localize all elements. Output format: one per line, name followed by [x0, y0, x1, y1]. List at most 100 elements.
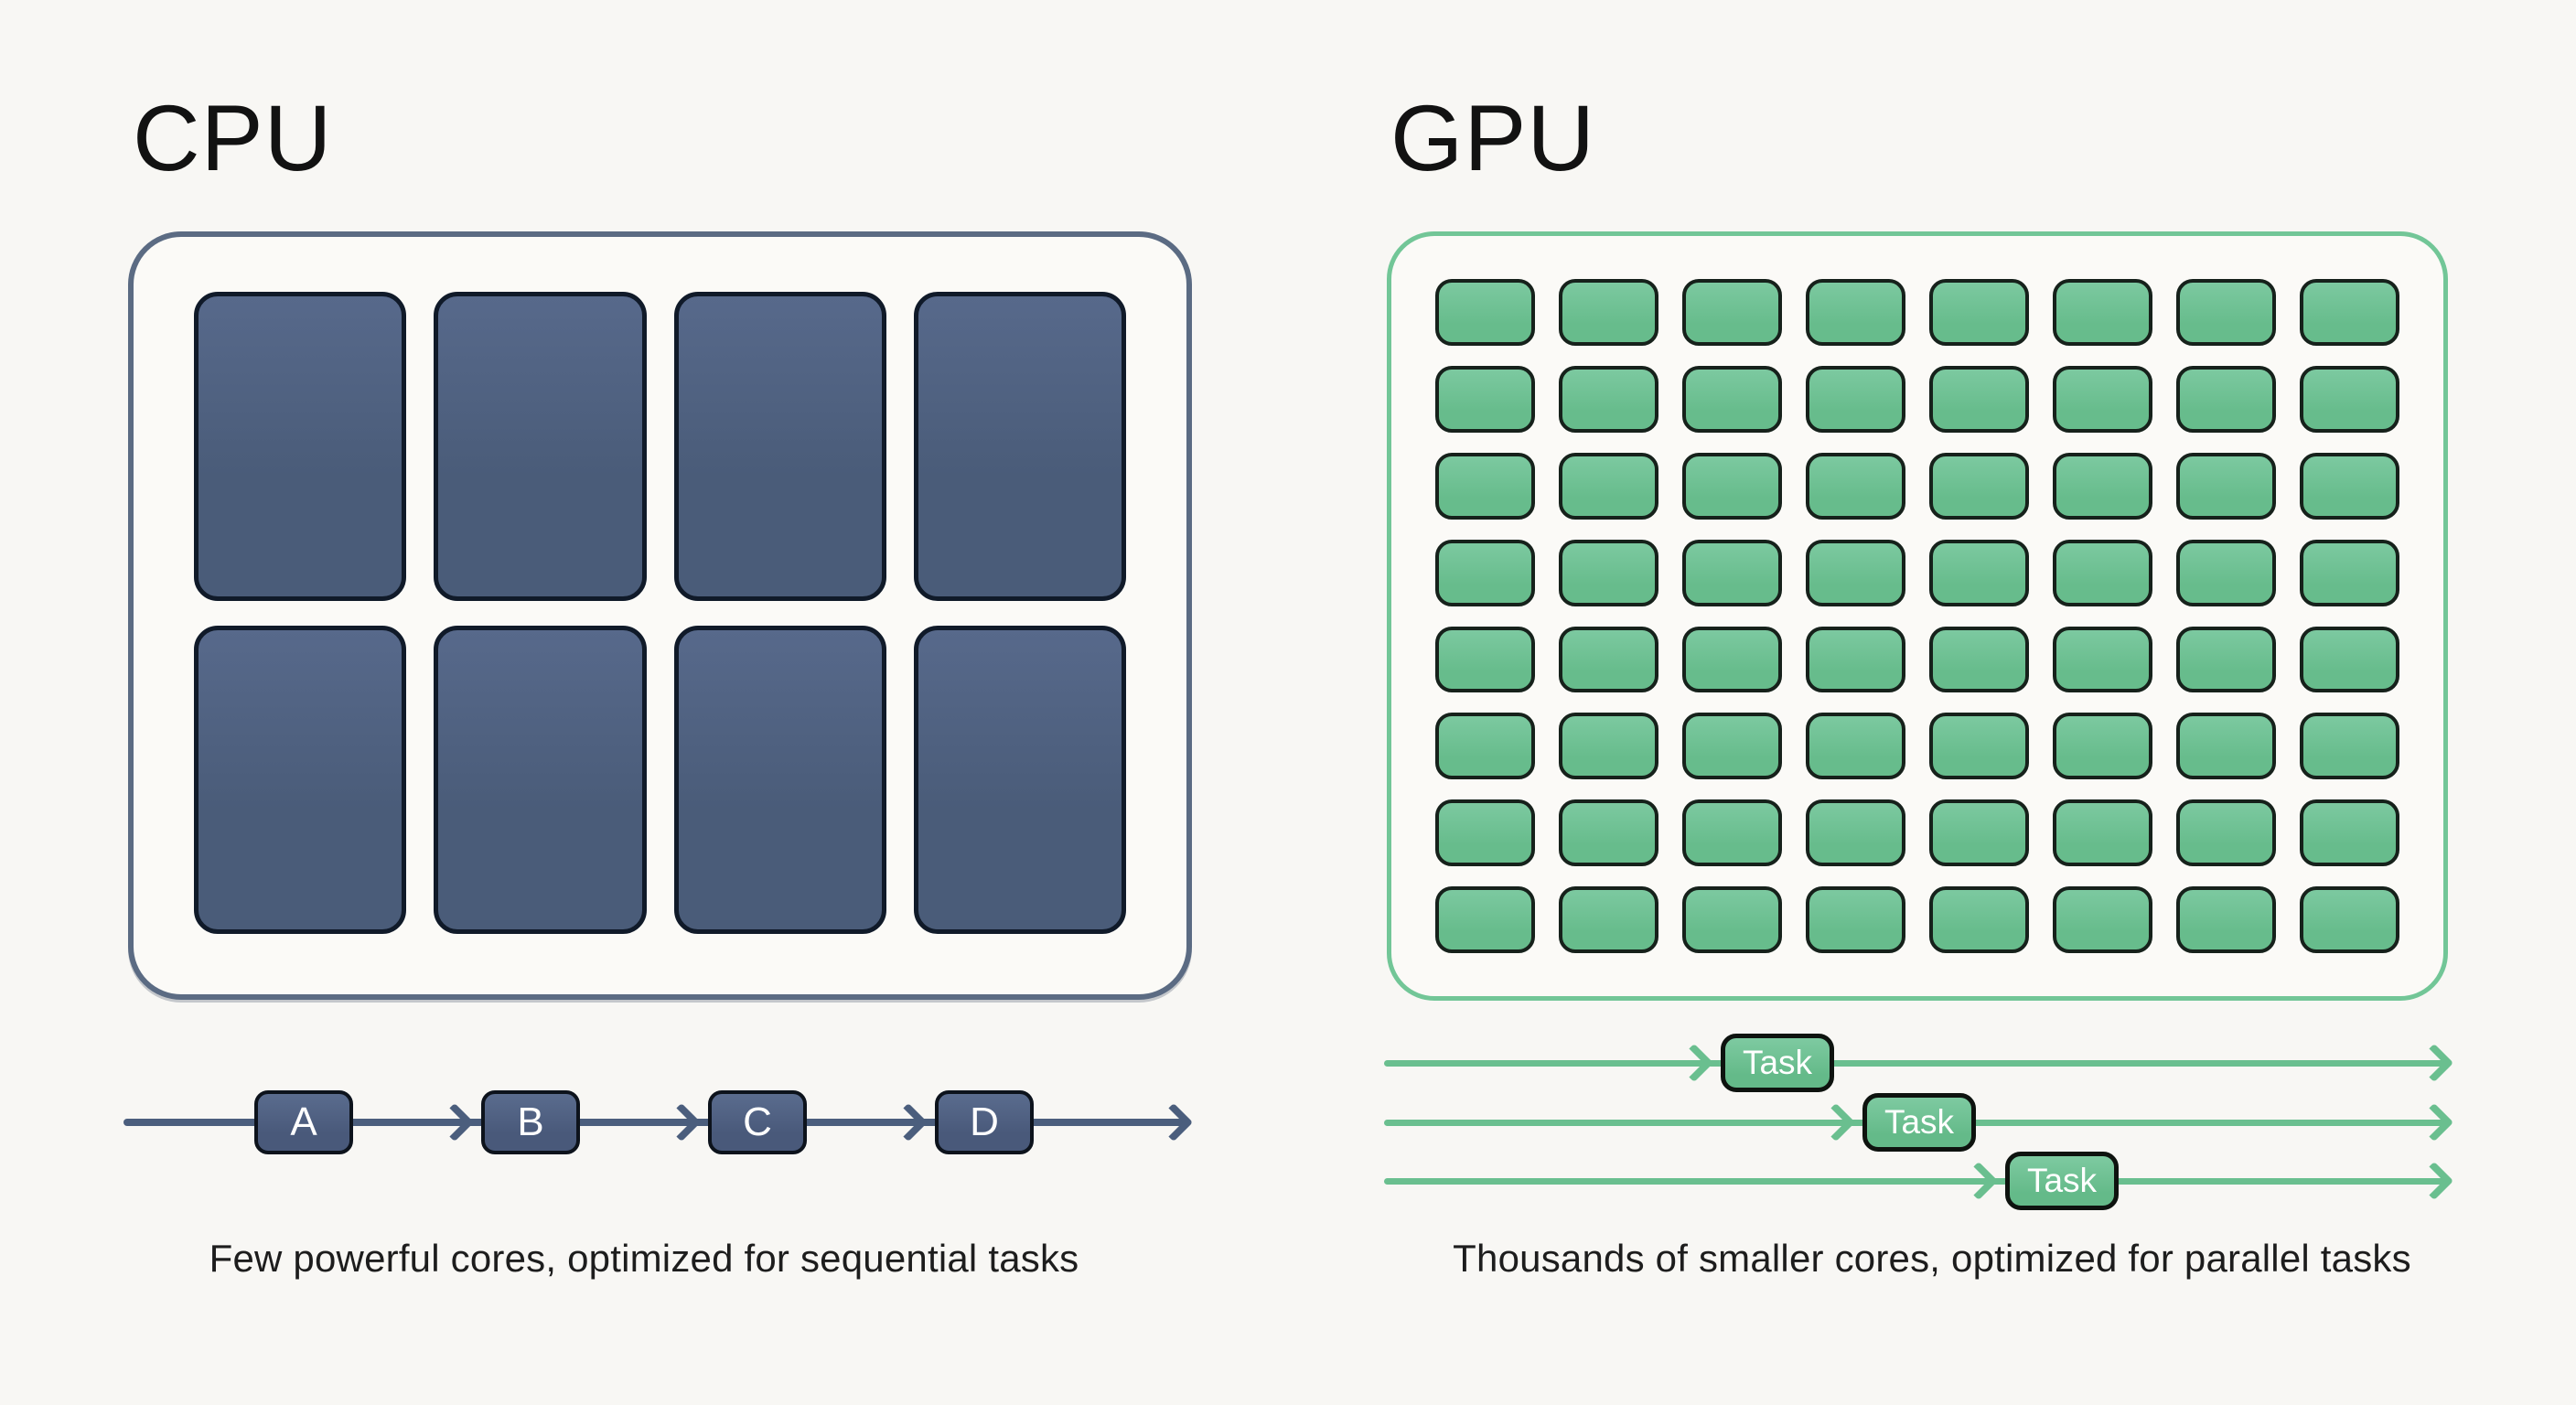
cpu-step-box: B — [481, 1090, 580, 1154]
cpu-core — [913, 292, 1126, 601]
gpu-task-lane: Task — [1384, 1034, 2460, 1092]
gpu-core — [1435, 713, 1535, 780]
gpu-core — [2053, 886, 2152, 953]
arrowhead-icon — [2414, 1043, 2454, 1083]
gpu-core — [1929, 713, 2029, 780]
cpu-step-label: B — [517, 1099, 544, 1144]
arrowhead-icon — [2414, 1102, 2454, 1142]
gpu-core — [1559, 626, 1658, 693]
cpu-sequential-flow: A B C D — [123, 1084, 1199, 1161]
gpu-core — [1559, 279, 1658, 346]
gpu-core — [1559, 886, 1658, 953]
gpu-core — [2176, 713, 2276, 780]
arrow-chevron-icon — [1674, 1043, 1714, 1083]
gpu-core — [1806, 886, 1905, 953]
gpu-core — [2053, 452, 2152, 520]
gpu-core — [2176, 626, 2276, 693]
gpu-core — [1435, 279, 1535, 346]
gpu-task-lane: Task — [1384, 1093, 2460, 1152]
gpu-core — [1806, 626, 1905, 693]
gpu-core — [2053, 279, 2152, 346]
gpu-flow-line — [1384, 1060, 2445, 1067]
gpu-core — [1682, 365, 1782, 433]
gpu-core — [1806, 799, 1905, 867]
gpu-flow-line — [1384, 1178, 2445, 1185]
cpu-core — [434, 292, 647, 601]
gpu-core — [1806, 365, 1905, 433]
arrow-chevron-icon — [1816, 1102, 1856, 1142]
gpu-core — [1682, 886, 1782, 953]
gpu-core — [1435, 539, 1535, 606]
gpu-core — [2176, 799, 2276, 867]
gpu-core — [2300, 452, 2399, 520]
gpu-chip — [1387, 231, 2448, 1001]
gpu-core — [1682, 799, 1782, 867]
gpu-core — [1682, 452, 1782, 520]
gpu-core — [2176, 452, 2276, 520]
arrow-chevron-icon — [888, 1102, 928, 1142]
cpu-chip — [128, 231, 1192, 1000]
arrow-chevron-icon — [661, 1102, 702, 1142]
cpu-step-label: A — [290, 1099, 317, 1144]
gpu-core — [1929, 279, 2029, 346]
gpu-core — [1929, 626, 2029, 693]
cpu-core — [434, 625, 647, 934]
gpu-core — [1929, 886, 2029, 953]
gpu-core — [1806, 279, 1905, 346]
gpu-core — [2300, 365, 2399, 433]
cpu-title: CPU — [133, 86, 333, 190]
gpu-core — [1929, 452, 2029, 520]
gpu-core — [1806, 539, 1905, 606]
gpu-task-box: Task — [1862, 1093, 1976, 1152]
gpu-task-label: Task — [2026, 1162, 2098, 1199]
gpu-title: GPU — [1390, 86, 1596, 190]
cpu-flow-line — [123, 1119, 1185, 1126]
gpu-core — [1806, 452, 1905, 520]
gpu-core — [2053, 365, 2152, 433]
gpu-core — [2176, 279, 2276, 346]
cpu-core — [913, 625, 1126, 934]
cpu-core — [194, 625, 407, 934]
gpu-core — [1682, 279, 1782, 346]
gpu-core — [1559, 539, 1658, 606]
cpu-step-label: D — [970, 1099, 999, 1144]
gpu-core — [1435, 886, 1535, 953]
gpu-core — [2300, 886, 2399, 953]
gpu-core — [2176, 886, 2276, 953]
gpu-core — [1929, 365, 2029, 433]
gpu-core — [2053, 626, 2152, 693]
gpu-core — [1806, 713, 1905, 780]
cpu-step-label: C — [743, 1099, 772, 1144]
gpu-core — [1929, 539, 2029, 606]
gpu-core — [2300, 539, 2399, 606]
gpu-core — [1435, 365, 1535, 433]
cpu-core — [194, 292, 407, 601]
gpu-core — [1682, 539, 1782, 606]
cpu-step-box: D — [935, 1090, 1034, 1154]
gpu-core — [1559, 799, 1658, 867]
gpu-task-label: Task — [1742, 1044, 1813, 1081]
gpu-core — [1559, 713, 1658, 780]
gpu-core — [2300, 626, 2399, 693]
gpu-core — [1435, 626, 1535, 693]
arrow-chevron-icon — [435, 1102, 475, 1142]
gpu-task-box: Task — [1721, 1034, 1834, 1092]
cpu-step-box: C — [708, 1090, 807, 1154]
gpu-core — [2300, 279, 2399, 346]
cpu-step-box: A — [254, 1090, 353, 1154]
cpu-core — [673, 625, 886, 934]
gpu-task-label: Task — [1884, 1103, 1955, 1141]
gpu-core — [1929, 799, 2029, 867]
arrowhead-icon — [2414, 1161, 2454, 1201]
gpu-task-box: Task — [2005, 1152, 2119, 1210]
gpu-core — [2300, 799, 2399, 867]
gpu-task-lane: Task — [1384, 1152, 2460, 1210]
gpu-core — [2300, 713, 2399, 780]
gpu-core — [1682, 713, 1782, 780]
cpu-core — [673, 292, 886, 601]
arrow-chevron-icon — [1959, 1161, 1999, 1201]
gpu-core — [1435, 799, 1535, 867]
arrowhead-icon — [1154, 1102, 1194, 1142]
